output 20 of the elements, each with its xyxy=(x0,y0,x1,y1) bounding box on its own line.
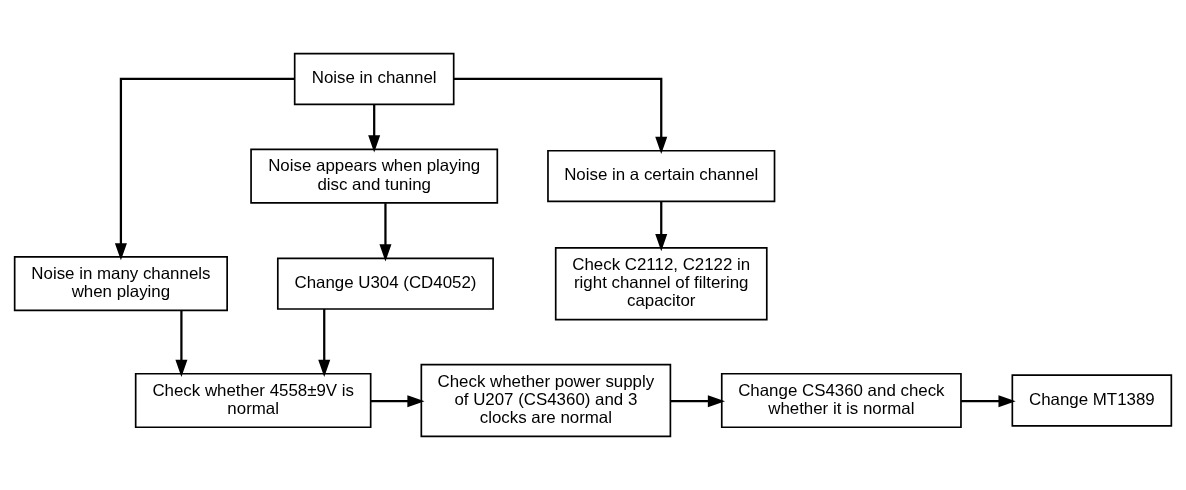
node-box: Check whether 4558±9V is normal xyxy=(134,372,372,429)
arrow xyxy=(655,201,668,252)
arrow xyxy=(175,310,188,377)
node-box: Check C2112, C2122 in right channel of filtering capacitor xyxy=(554,246,768,321)
node-box: Change MT1389 xyxy=(1011,374,1173,427)
node-box: Check whether power supply of U207 (CS4360) and 3 clocks are normal xyxy=(420,363,672,438)
arrow xyxy=(318,309,331,377)
node-box: Noise in a certain channel xyxy=(547,149,776,203)
node-box: Noise appears when playing disc and tuning xyxy=(250,148,499,204)
node-box: Change CS4360 and check whether it is normal xyxy=(720,372,962,429)
arrow xyxy=(453,77,668,154)
node-box: Noise in many channels when playing xyxy=(13,256,228,312)
arrow xyxy=(379,203,392,262)
arrow xyxy=(114,77,295,261)
node-box: Change U304 (CD4052) xyxy=(276,257,494,310)
arrow xyxy=(670,395,726,408)
node-box: Noise in channel xyxy=(293,52,455,106)
arrow xyxy=(368,104,381,153)
arrow xyxy=(370,395,425,408)
arrow xyxy=(961,395,1016,408)
